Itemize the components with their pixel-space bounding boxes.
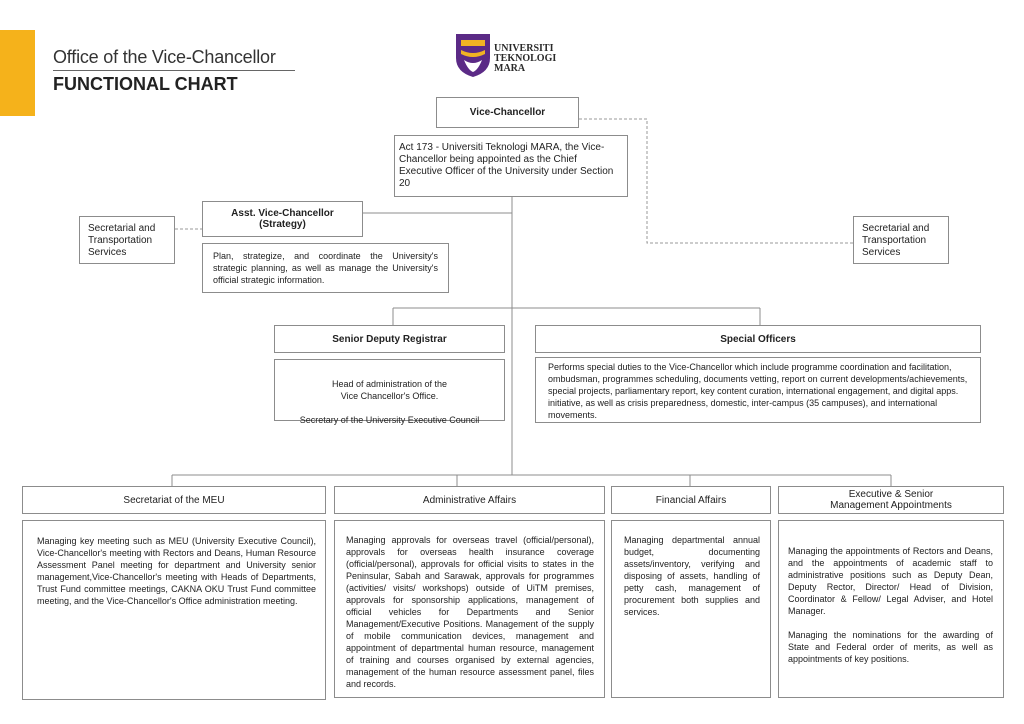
vice-chancellor-description-box: Act 173 - Universiti Teknologi MARA, the…: [394, 135, 628, 197]
logo-line: MARA: [494, 63, 526, 74]
uitm-logo: [453, 32, 573, 82]
logo-wordmark: UNIVERSITI TEKNOLOGI MARA: [494, 44, 556, 74]
senior-deputy-registrar-title: Senior Deputy Registrar: [332, 333, 447, 345]
special-officers-description-box: Performs special duties to the Vice-Chan…: [535, 357, 981, 423]
secretariat-meu-box: Secretariat of the MEU: [22, 486, 326, 514]
administrative-affairs-description-box: Managing approvals for overseas travel (…: [334, 520, 605, 698]
administrative-affairs-box: Administrative Affairs: [334, 486, 605, 514]
secretariat-meu-title: Secretariat of the MEU: [123, 494, 225, 506]
secretarial-right-box: Secretarial and Transportation Services: [853, 216, 949, 264]
executive-appointments-description-box: Managing the appointments of Rectors and…: [778, 520, 1004, 698]
administrative-affairs-title: Administrative Affairs: [422, 494, 517, 506]
logo-line: TEKNOLOGI: [494, 53, 557, 64]
executive-appointments-title: Executive & Senior Management Appointmen…: [830, 489, 952, 511]
executive-appointments-description: Managing the appointments of Rectors and…: [788, 546, 993, 664]
special-officers-box: Special Officers: [535, 325, 981, 353]
asst-vice-chancellor-description-box: Plan, strategize, and coordinate the Uni…: [202, 243, 449, 293]
senior-deputy-registrar-description: Head of administration of the Vice Chanc…: [299, 379, 480, 425]
secretarial-left-box: Secretarial and Transportation Services: [79, 216, 175, 264]
vice-chancellor-box: Vice-Chancellor: [436, 97, 579, 128]
asst-vice-chancellor-description: Plan, strategize, and coordinate the Uni…: [213, 251, 438, 285]
special-officers-description: Performs special duties to the Vice-Chan…: [548, 362, 968, 420]
asst-vice-chancellor-title: Asst. Vice-Chancellor (Strategy): [231, 208, 334, 230]
vice-chancellor-title: Vice-Chancellor: [469, 107, 546, 118]
financial-affairs-description: Managing departmental annual budget, doc…: [624, 535, 760, 617]
page-subtitle: FUNCTIONAL CHART: [53, 74, 238, 94]
asst-vice-chancellor-box: Asst. Vice-Chancellor (Strategy): [202, 201, 363, 237]
financial-affairs-title: Financial Affairs: [655, 494, 727, 506]
right-secretarial-dashed-line: [579, 118, 853, 244]
senior-deputy-registrar-description-box: Head of administration of the Vice Chanc…: [274, 359, 505, 425]
logo-line: UNIVERSITI: [494, 43, 554, 54]
secretarial-right-text: Secretarial and Transportation Services: [862, 223, 930, 258]
senior-deputy-registrar-box: Senior Deputy Registrar: [274, 325, 505, 353]
secretarial-left-text: Secretarial and Transportation Services: [88, 223, 156, 258]
title-divider: [53, 70, 295, 71]
executive-appointments-box: Executive & Senior Management Appointmen…: [778, 486, 1004, 514]
special-officers-title: Special Officers: [720, 333, 796, 345]
administrative-affairs-description: Managing approvals for overseas travel (…: [346, 535, 594, 689]
financial-affairs-description-box: Managing departmental annual budget, doc…: [611, 520, 771, 698]
page-title: Office of the Vice-Chancellor: [53, 47, 276, 67]
accent-bar: [0, 30, 35, 116]
secretariat-meu-description-box: Managing key meeting such as MEU (Univer…: [22, 520, 326, 700]
secretariat-meu-description: Managing key meeting such as MEU (Univer…: [37, 536, 316, 606]
uitm-crest-icon: [456, 34, 490, 77]
vice-chancellor-description: Act 173 - Universiti Teknologi MARA, the…: [399, 142, 614, 189]
financial-affairs-box: Financial Affairs: [611, 486, 771, 514]
